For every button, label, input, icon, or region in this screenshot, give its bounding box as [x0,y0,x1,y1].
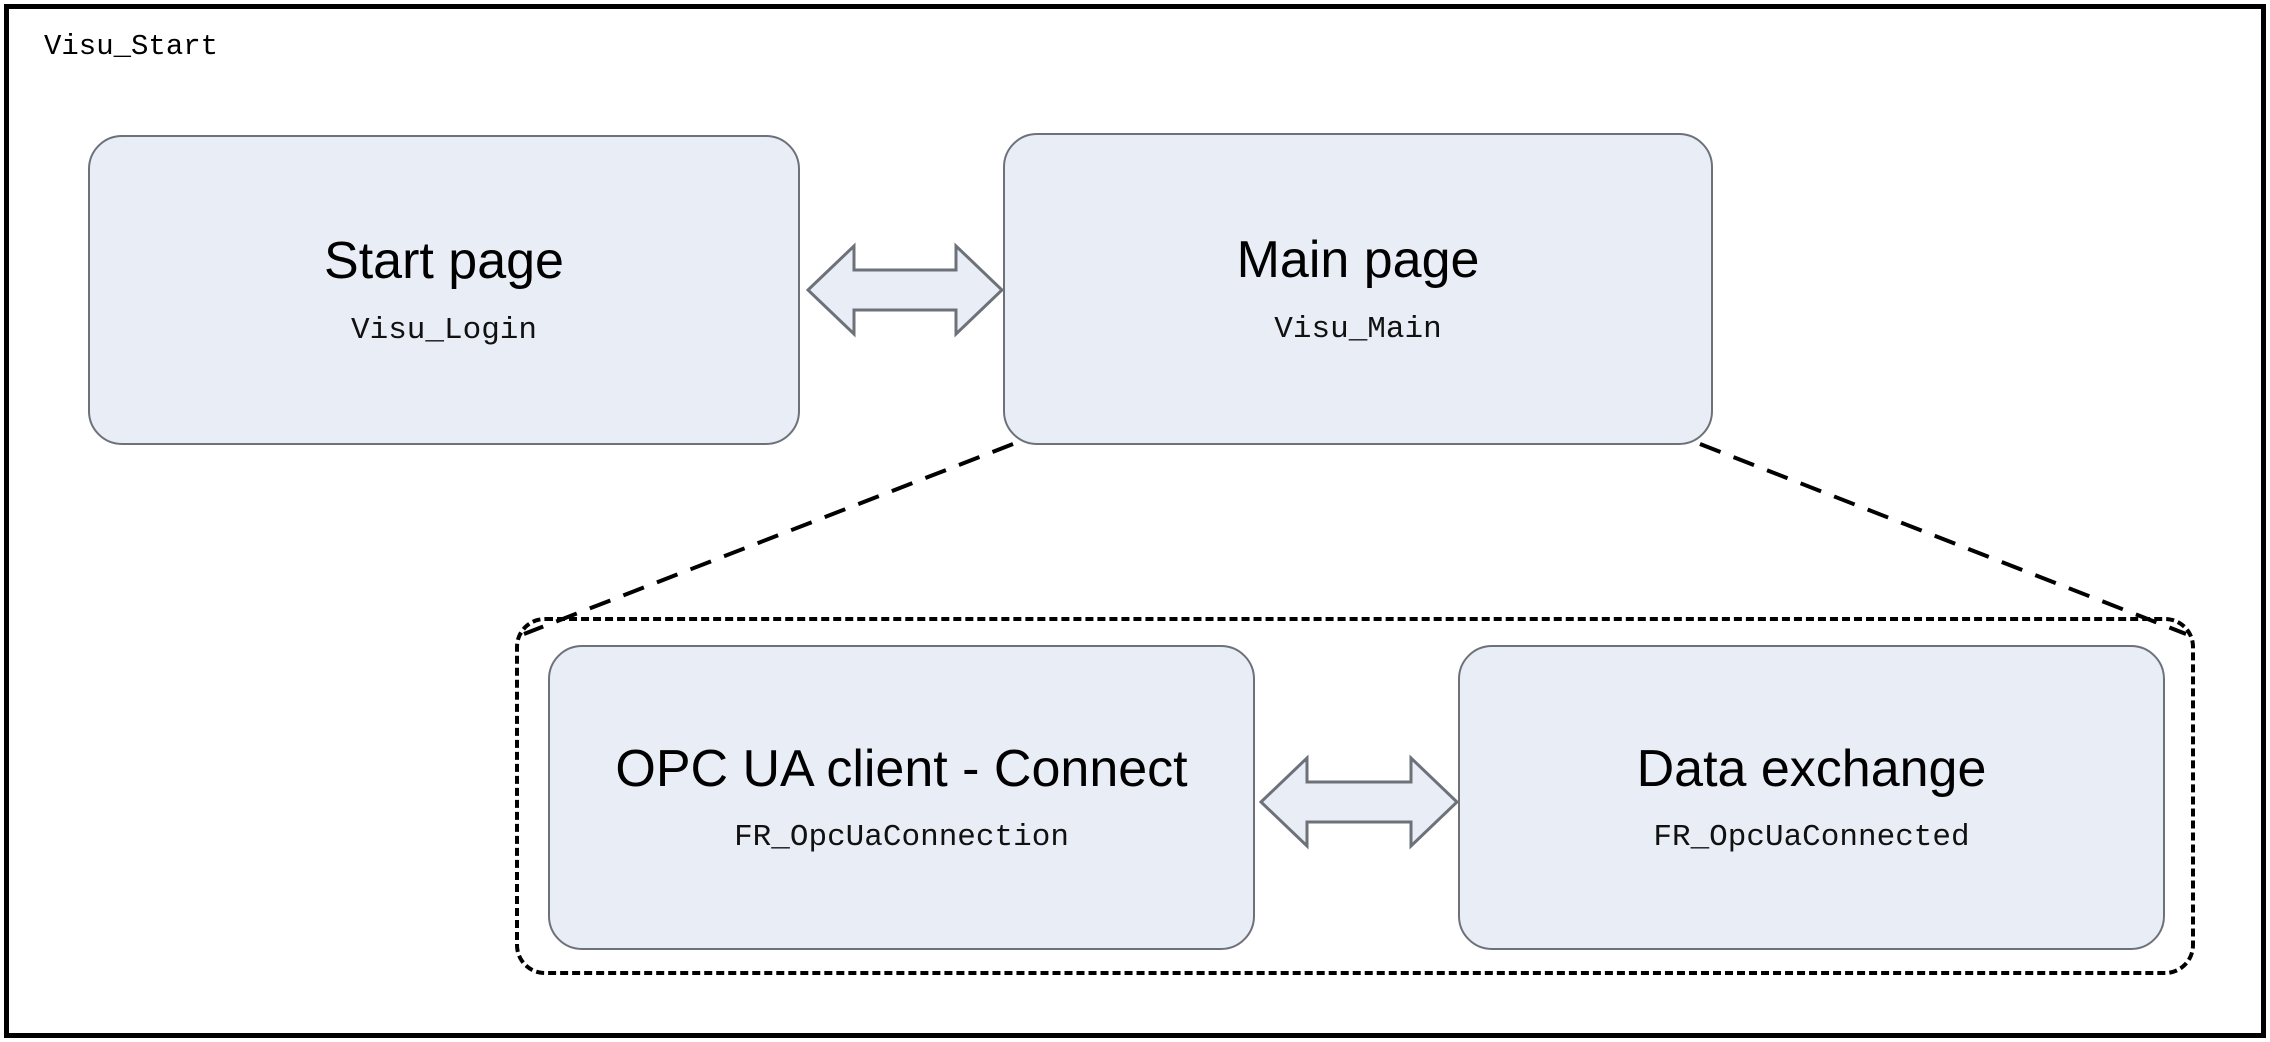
node-data-exchange-subtitle: FR_OpcUaConnected [1653,820,1970,856]
node-opcua-client-connect-title: OPC UA client - Connect [615,739,1188,798]
arrow-start-page-main-page[interactable] [806,240,1004,340]
bidirectional-arrow-shape [806,242,1004,338]
bidirectional-arrow-shape [1259,754,1459,850]
node-start-page-title: Start page [324,232,564,291]
node-main-page[interactable]: Main page Visu_Main [1003,133,1713,445]
frame-label: Visu_Start [44,30,219,63]
opcua-group-container [515,617,2195,975]
node-main-page-subtitle: Visu_Main [1274,311,1442,347]
node-main-page-title: Main page [1236,231,1480,290]
node-opcua-client-connect-subtitle: FR_OpcUaConnection [734,820,1069,856]
arrow-opcua-client-data-exchange[interactable] [1259,752,1459,852]
node-start-page[interactable]: Start page Visu_Login [88,135,800,445]
node-data-exchange-title: Data exchange [1636,739,1987,798]
node-data-exchange[interactable]: Data exchange FR_OpcUaConnected [1458,645,2165,950]
node-opcua-client-connect[interactable]: OPC UA client - Connect FR_OpcUaConnecti… [548,645,1255,950]
node-start-page-subtitle: Visu_Login [350,312,538,348]
